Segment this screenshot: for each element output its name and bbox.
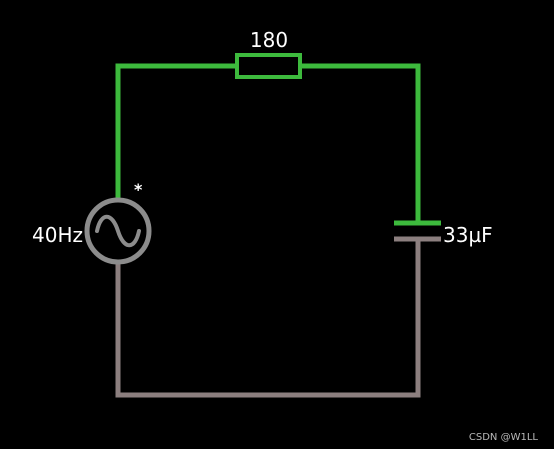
source-frequency-label: 40Hz (32, 223, 83, 247)
capacitor-icon[interactable] (394, 220, 441, 242)
ac-voltage-source-icon[interactable] (84, 197, 152, 265)
source-polarity-marker: * (134, 180, 143, 199)
sine-wave-icon (95, 214, 141, 248)
idle-wires (115, 237, 421, 398)
active-wires (115, 63, 421, 225)
resistor-icon[interactable] (235, 53, 302, 79)
wire-source-to-bottom[interactable] (115, 237, 421, 398)
resistor-label: 180 (250, 28, 288, 52)
wire-source-to-resistor[interactable] (115, 63, 240, 201)
capacitor-label: 33µF (443, 223, 493, 247)
watermark: CSDN @W1LL (469, 432, 539, 443)
wire-resistor-to-capacitor[interactable] (297, 63, 421, 225)
